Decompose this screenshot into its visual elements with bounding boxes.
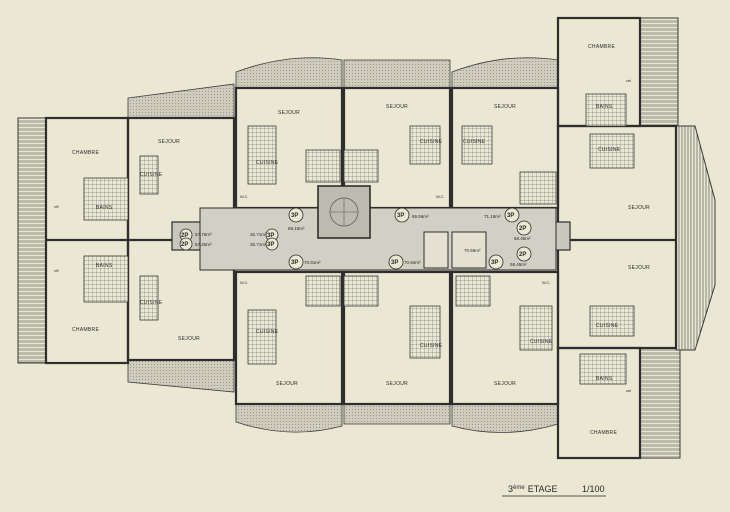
room-sejour-label: SEJOUR: [276, 381, 298, 387]
room-bains-label: BAINS: [96, 205, 113, 211]
room-wc-label: W.C.: [436, 194, 445, 199]
room-sejour-label: SEJOUR: [278, 110, 300, 116]
badge-3p: 3P: [267, 233, 274, 239]
room-cuisine-label: CUISINE: [420, 343, 443, 349]
room-chambre-label: CHAMBRE: [588, 44, 615, 50]
room-cuisine-label: CUISINE: [140, 300, 163, 306]
room-cuisine-label: CUISINE: [256, 160, 279, 166]
area-label: 35.71m²: [250, 242, 267, 247]
corridor: [171, 185, 571, 271]
room-cel-label: cel: [626, 388, 631, 393]
area-label: 70.91m²: [304, 260, 321, 265]
room-chambre-label: CHAMBRE: [590, 430, 617, 436]
badge-3p: 3P: [491, 260, 498, 266]
badge-3p: 3P: [397, 213, 404, 219]
room-cuisine-label: CUISINE: [530, 339, 553, 345]
area-label: 71.18m²: [484, 214, 501, 219]
room-sejour-label: SEJOUR: [178, 336, 200, 342]
area-label: 57.75m²: [195, 232, 212, 237]
room-cuisine-label: CUISINE: [596, 323, 619, 329]
badge-2p: 2P: [519, 252, 526, 258]
room-bains-label: BAINS: [596, 104, 613, 110]
room-sejour-label: SEJOUR: [628, 205, 650, 211]
room-sejour-label: SEJOUR: [386, 104, 408, 110]
room-chambre-label: CHAMBRE: [72, 150, 99, 156]
room-ref-label: réf: [54, 204, 60, 209]
apartment-badges: 2P 2P 3P 3P 3P 3P 3P 3P 3P 3P 2P 2P: [179, 207, 532, 270]
room-sejour-label: SEJOUR: [386, 381, 408, 387]
room-cuisine-label: CUISINE: [598, 147, 621, 153]
badge-3p: 3P: [391, 260, 398, 266]
room-sejour-label: SEJOUR: [158, 139, 180, 145]
badge-2p: 2P: [181, 233, 188, 239]
room-wc-label: W.C.: [240, 280, 249, 285]
room-wc-label: W.C.: [240, 194, 249, 199]
wet-rooms: [83, 93, 635, 385]
badge-3p: 3P: [291, 213, 298, 219]
room-sejour-label: SEJOUR: [494, 381, 516, 387]
room-sejour-label: SEJOUR: [628, 265, 650, 271]
badge-2p: 2P: [519, 226, 526, 232]
badge-2p: 2P: [181, 242, 188, 248]
area-labels: 57.75m² 57.25m² 35.71m² 35.71m² 69.18m² …: [195, 214, 531, 267]
badge-3p: 3P: [507, 213, 514, 219]
room-sejour-label: SEJOUR: [494, 104, 516, 110]
area-label: 35.71m²: [250, 232, 267, 237]
stairs: [305, 149, 557, 307]
area-label: 69.18m²: [288, 226, 305, 231]
floor-word: ETAGE: [528, 484, 558, 494]
terraces: [17, 17, 716, 459]
area-label: 58.45m²: [510, 262, 527, 267]
room-cuisine-label: CUISINE: [420, 139, 443, 145]
room-cuisine-label: CUISINE: [140, 172, 163, 178]
room-chambre-label: CHAMBRE: [72, 327, 99, 333]
room-bains-label: BAINS: [96, 263, 113, 269]
badge-3p: 3P: [291, 260, 298, 266]
area-label: 69.56m²: [412, 214, 429, 219]
scale-label: 1/100: [582, 484, 605, 494]
badge-3p: 3P: [267, 242, 274, 248]
room-labels: CHAMBRE CHAMBRE CHAMBRE CHAMBRE SEJOUR S…: [54, 44, 650, 436]
room-cuisine-label: CUISINE: [463, 139, 486, 145]
room-bains-label: BAINS: [596, 376, 613, 382]
room-ref-label: réf: [54, 268, 60, 273]
area-label: 57.25m²: [195, 242, 212, 247]
area-label: 58.45m²: [514, 236, 531, 241]
area-label: 70.94m²: [404, 260, 421, 265]
floor-number: 3: [508, 484, 513, 494]
area-label: 70.56m²: [464, 248, 481, 253]
room-cuisine-label: CUISINE: [256, 329, 279, 335]
room-wc-label: W.C.: [542, 280, 551, 285]
floor-sup: ème: [513, 485, 525, 491]
room-cel-label: cel: [626, 78, 631, 83]
